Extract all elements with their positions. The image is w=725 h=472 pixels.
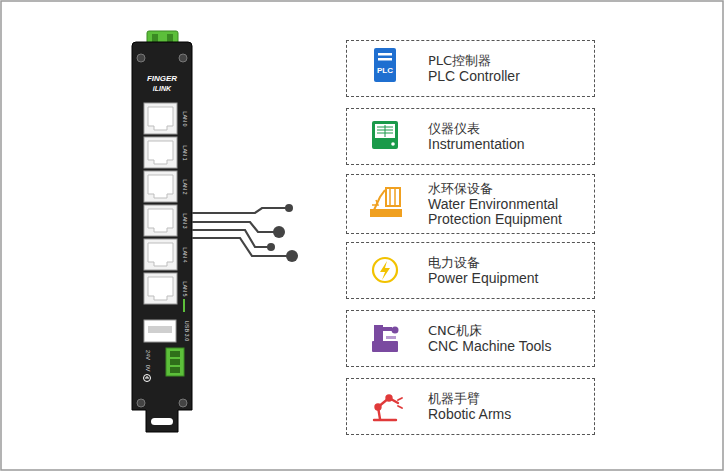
port-label: LAN 5	[181, 281, 187, 296]
lan-port	[144, 171, 177, 202]
application-box: 电力设备Power Equipment	[346, 242, 595, 299]
gateway-device	[132, 31, 192, 432]
brand-name: iLINK	[153, 85, 171, 92]
port-label: LAN 4	[181, 247, 187, 262]
lan-port	[144, 273, 177, 304]
cable	[192, 208, 289, 256]
port-label: USB 3.0	[183, 321, 189, 341]
lan-port	[144, 205, 177, 236]
usb-port	[144, 320, 176, 342]
english-name: Robotic Arms	[428, 407, 586, 422]
lan-port	[144, 103, 177, 134]
chinese-name: PLC控制器	[428, 53, 586, 69]
english-name: CNC Machine Tools	[428, 339, 586, 354]
cnc-icon	[372, 325, 399, 352]
pin-label: 0V	[144, 365, 150, 372]
english-name: PLC Controller	[428, 69, 586, 84]
port-label: LAN 1	[181, 145, 187, 160]
port-label: LAN 3	[181, 213, 187, 228]
chinese-name: 机器手臂	[428, 391, 586, 407]
icon-text: PLC	[377, 67, 393, 75]
brand-name: FINGER	[147, 75, 177, 83]
chinese-name: CNC机床	[428, 323, 586, 339]
cable-end	[267, 204, 298, 262]
pin-label: 24V	[144, 350, 150, 360]
english-name: Power Equipment	[428, 271, 586, 286]
mount-slot	[151, 418, 173, 425]
ground-symbol	[144, 375, 151, 382]
lan-port	[144, 137, 177, 168]
robot-arm-icon	[374, 396, 402, 421]
water-equipment-icon	[371, 188, 401, 216]
plc-icon	[374, 48, 396, 82]
instrument-icon	[372, 121, 398, 149]
power-icon	[373, 258, 397, 282]
application-box: 水环保设备Water Environmental Protection Equi…	[346, 174, 595, 234]
application-box: CNC机床CNC Machine Tools	[346, 310, 595, 367]
port-label: LAN 2	[181, 179, 187, 194]
lan-port	[144, 239, 177, 270]
power-terminal	[166, 348, 184, 376]
application-box: 机器手臂Robotic Arms	[346, 378, 595, 435]
english-name: Water Environmental Protection Equipment	[428, 197, 586, 227]
english-name: Instrumentation	[428, 137, 586, 152]
housing	[132, 42, 192, 432]
chinese-name: 仪器仪表	[428, 121, 586, 137]
chinese-name: 电力设备	[428, 255, 586, 271]
port-label: LAN 0	[181, 111, 187, 126]
application-box: 仪器仪表Instrumentation	[346, 108, 595, 165]
chinese-name: 水环保设备	[428, 181, 586, 197]
led-strip	[183, 299, 185, 312]
